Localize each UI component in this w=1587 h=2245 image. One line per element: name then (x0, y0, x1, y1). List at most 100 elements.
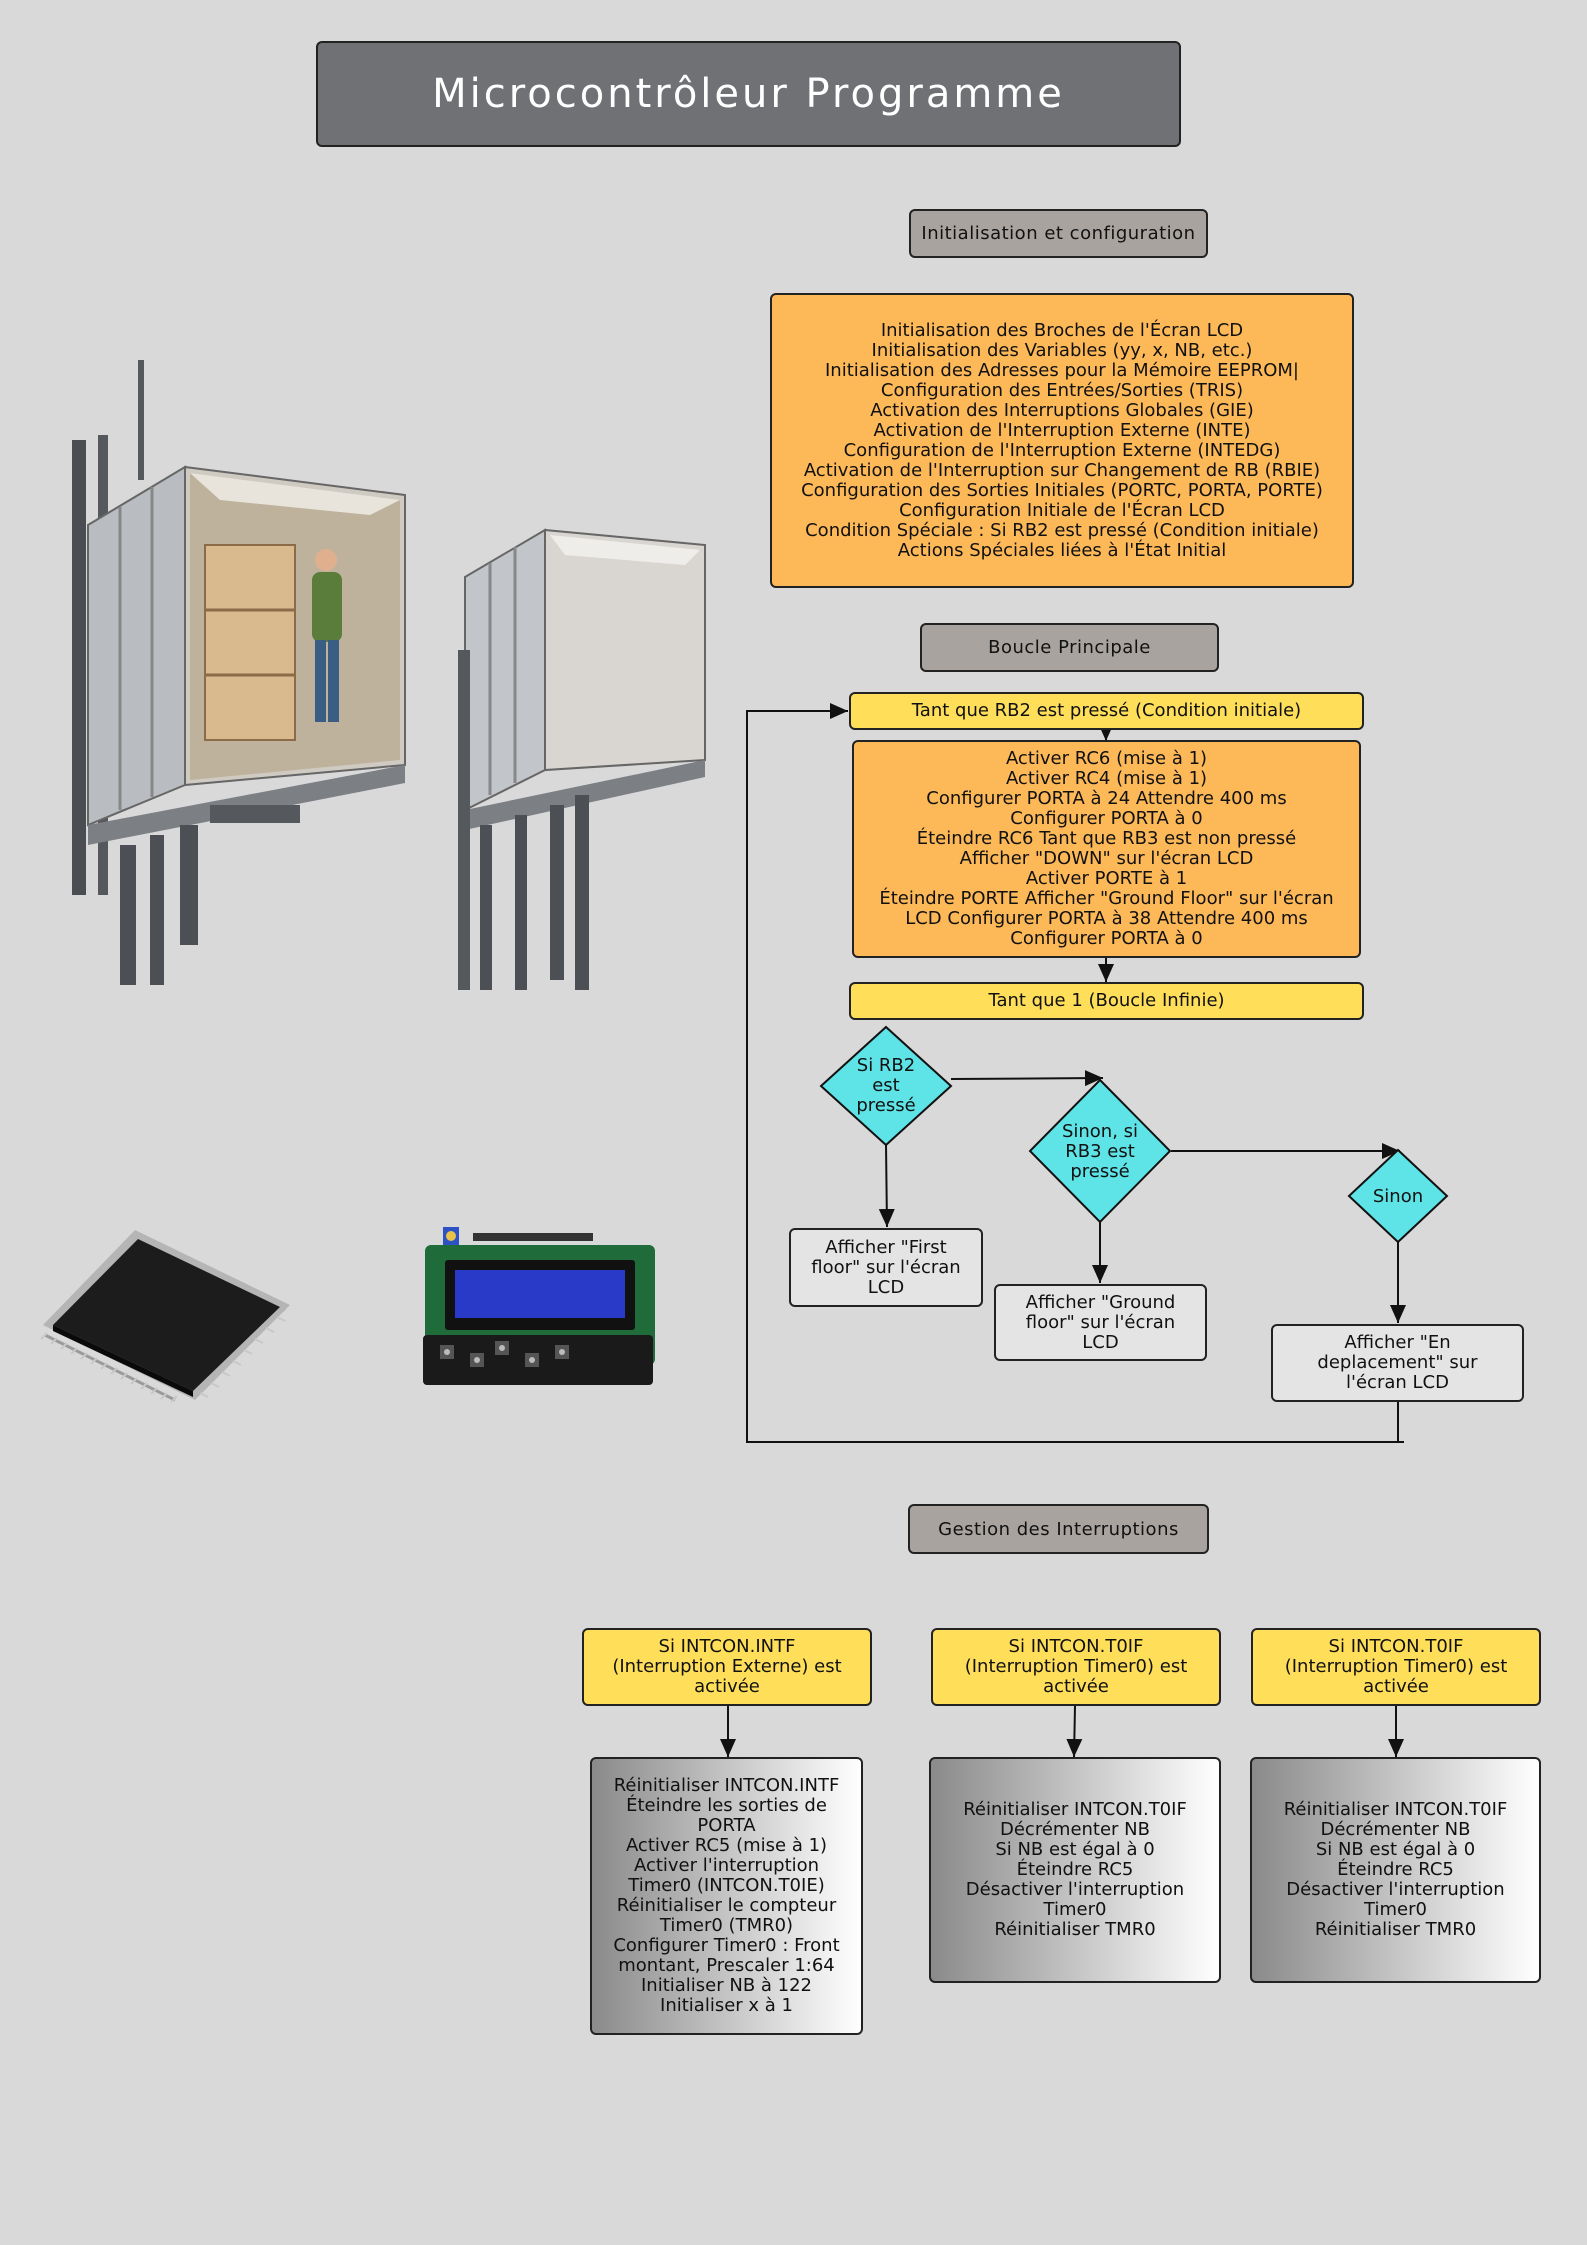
decision-rb3-text: Sinon, si RB3 est pressé (1045, 1116, 1155, 1188)
interrupt-action-line: Désactiver l'interruption (1286, 1879, 1505, 1900)
condition-line: (Interruption Timer0) est (964, 1656, 1188, 1677)
output-line: l'écran LCD (1346, 1372, 1449, 1393)
init-line: Configuration de l'Interruption Externe … (843, 439, 1281, 461)
interrupt-action-line: Timer0 (1364, 1899, 1427, 1920)
init-line: Activation de l'Interruption sur Changem… (803, 459, 1321, 481)
interrupt-actions-t0if-2: Réinitialiser INTCON.T0IF Décrémenter NB… (1250, 1757, 1541, 1983)
while-rb2-box: Tant que RB2 est pressé (Condition initi… (849, 692, 1364, 730)
interrupt-actions-intf: Réinitialiser INTCON.INTF Éteindre les s… (590, 1757, 863, 2035)
init-line: Condition Spéciale : Si RB2 est pressé (… (805, 519, 1319, 541)
interrupt-action-line: Réinitialiser INTCON.INTF (613, 1775, 840, 1796)
elevator-right (458, 528, 706, 990)
section-interrupts-label: Gestion des Interruptions (908, 1504, 1209, 1554)
action-line: Afficher "DOWN" sur l'écran LCD (959, 848, 1254, 869)
output-first-floor: Afficher "First floor" sur l'écran LCD (789, 1228, 983, 1307)
lcd-shield-image (423, 1227, 655, 1385)
loop-actions-box: Activer RC6 (mise à 1) Activer RC4 (mise… (852, 740, 1361, 958)
action-line: Activer RC6 (mise à 1) (1005, 748, 1208, 769)
while-1-box: Tant que 1 (Boucle Infinie) (849, 982, 1364, 1020)
action-line: Configurer PORTA à 24 Attendre 400 ms (926, 788, 1287, 809)
interrupt-action-line: Décrémenter NB (1320, 1819, 1471, 1840)
output-line: Afficher "First (825, 1236, 947, 1258)
interrupt-action-line: Réinitialiser INTCON.T0IF (963, 1799, 1187, 1820)
condition-line: activée (1363, 1676, 1429, 1697)
decision-else-text: Sinon (1372, 1186, 1424, 1207)
decision-rb2-line: pressé (856, 1095, 916, 1116)
elevator-left (72, 360, 406, 985)
init-line: Initialisation des Adresses pour la Mémo… (825, 359, 1299, 381)
interrupt-action-line: PORTA (697, 1815, 756, 1836)
action-line: Configurer PORTA à 0 (1010, 808, 1203, 829)
while-1-label: Tant que 1 (Boucle Infinie) (988, 990, 1225, 1011)
interrupt-action-line: Réinitialiser TMR0 (1314, 1919, 1477, 1940)
interrupt-action-line: Timer0 (TMR0) (659, 1915, 794, 1936)
interrupt-action-line: Éteindre RC5 (1016, 1859, 1134, 1880)
interrupt-action-line: Timer0 (INTCON.T0IE) (628, 1875, 825, 1896)
interrupt-actions-t0if-1: Réinitialiser INTCON.T0IF Décrémenter NB… (929, 1757, 1221, 1983)
action-line: Activer PORTE à 1 (1025, 868, 1188, 889)
init-line: Initialisation des Variables (yy, x, NB,… (871, 339, 1253, 361)
interrupt-action-line: Configurer Timer0 : Front (613, 1935, 840, 1956)
init-config-box: Initialisation des Broches de l'Écran LC… (770, 293, 1354, 588)
output-line: floor" sur l'écran (811, 1256, 961, 1278)
connector (878, 1143, 895, 1228)
interrupt-condition-t0if-2: Si INTCON.T0IF (Interruption Timer0) est… (1251, 1628, 1541, 1706)
action-line: LCD Configurer PORTA à 38 Attendre 400 m… (905, 908, 1308, 929)
loop-back-line (746, 703, 1404, 1443)
decision-else-diamond (1347, 1148, 1449, 1244)
condition-line: activée (1043, 1676, 1109, 1697)
interrupt-action-line: Initialiser x à 1 (660, 1995, 793, 2016)
output-line: Afficher "En (1344, 1332, 1451, 1353)
init-line: Activation de l'Interruption Externe (IN… (873, 419, 1251, 441)
decision-rb2-line: est (872, 1075, 900, 1096)
interrupt-action-line: Activer l'interruption (633, 1855, 820, 1876)
condition-line: Si INTCON.INTF (658, 1636, 796, 1657)
action-line: Éteindre RC6 Tant que RB3 est non pressé (916, 828, 1297, 849)
init-line: Initialisation des Broches de l'Écran LC… (880, 319, 1244, 341)
action-line: Configurer PORTA à 0 (1010, 928, 1203, 949)
interrupt-action-line: Initialiser NB à 122 (640, 1975, 813, 1996)
interrupt-action-line: Réinitialiser INTCON.T0IF (1283, 1799, 1508, 1820)
action-line: Éteindre PORTE Afficher "Ground Floor" s… (879, 888, 1334, 909)
output-line: floor" sur l'écran (1025, 1311, 1176, 1333)
interrupt-action-line: Décrémenter NB (1000, 1819, 1150, 1840)
init-line: Configuration des Entrées/Sorties (TRIS) (880, 379, 1244, 401)
output-line: Afficher "Ground (1025, 1291, 1176, 1313)
condition-line: activée (694, 1676, 760, 1697)
interrupt-action-line: Éteindre RC5 (1337, 1859, 1454, 1880)
condition-line: (Interruption Externe) est (612, 1656, 842, 1677)
decision-rb3-line: pressé (1070, 1161, 1130, 1182)
interrupt-condition-t0if-1: Si INTCON.T0IF (Interruption Timer0) est… (931, 1628, 1221, 1706)
output-line: LCD (867, 1276, 905, 1298)
interrupt-action-line: Réinitialiser TMR0 (994, 1919, 1156, 1940)
while-rb2-label: Tant que RB2 est pressé (Condition initi… (911, 700, 1302, 721)
output-en-deplacement: Afficher "En deplacement" sur l'écran LC… (1271, 1324, 1524, 1402)
interrupt-action-line: Si NB est égal à 0 (995, 1839, 1155, 1860)
init-line: Configuration Initiale de l'Écran LCD (899, 499, 1225, 521)
interrupt-action-line: Activer RC5 (mise à 1) (625, 1835, 828, 1856)
section-loop-label: Boucle Principale (920, 623, 1219, 672)
interrupt-condition-intf: Si INTCON.INTF (Interruption Externe) es… (582, 1628, 872, 1706)
condition-line: Si INTCON.T0IF (1008, 1636, 1144, 1657)
decision-rb3-line: Sinon, si (1061, 1121, 1139, 1142)
output-ground-floor: Afficher "Ground floor" sur l'écran LCD (994, 1284, 1207, 1361)
condition-line: (Interruption Timer0) est (1284, 1656, 1508, 1677)
output-line: LCD (1082, 1331, 1119, 1353)
connector (950, 1070, 1104, 1087)
condition-line: Si INTCON.T0IF (1328, 1636, 1464, 1657)
init-line: Activation des Interruptions Globales (G… (870, 399, 1254, 421)
elevator-illustration (72, 360, 706, 990)
section-init-label: Initialisation et configuration (909, 209, 1208, 258)
init-line: Configuration des Sorties Initiales (POR… (801, 479, 1323, 501)
decision-rb2-line: Si RB2 (856, 1055, 916, 1076)
interrupt-action-line: Si NB est égal à 0 (1315, 1839, 1476, 1860)
output-line: deplacement" sur (1317, 1352, 1478, 1373)
interrupt-action-line: Réinitialiser le compteur (616, 1895, 837, 1916)
interrupt-action-line: Timer0 (1043, 1899, 1107, 1920)
interrupt-action-line: Éteindre les sorties de (626, 1795, 827, 1816)
interrupt-action-line: Désactiver l'interruption (965, 1879, 1185, 1900)
decision-rb2-diamond (819, 1025, 953, 1147)
decision-rb3-diamond (1028, 1078, 1172, 1224)
decision-rb2-text: Si RB2 est pressé (836, 1050, 936, 1122)
